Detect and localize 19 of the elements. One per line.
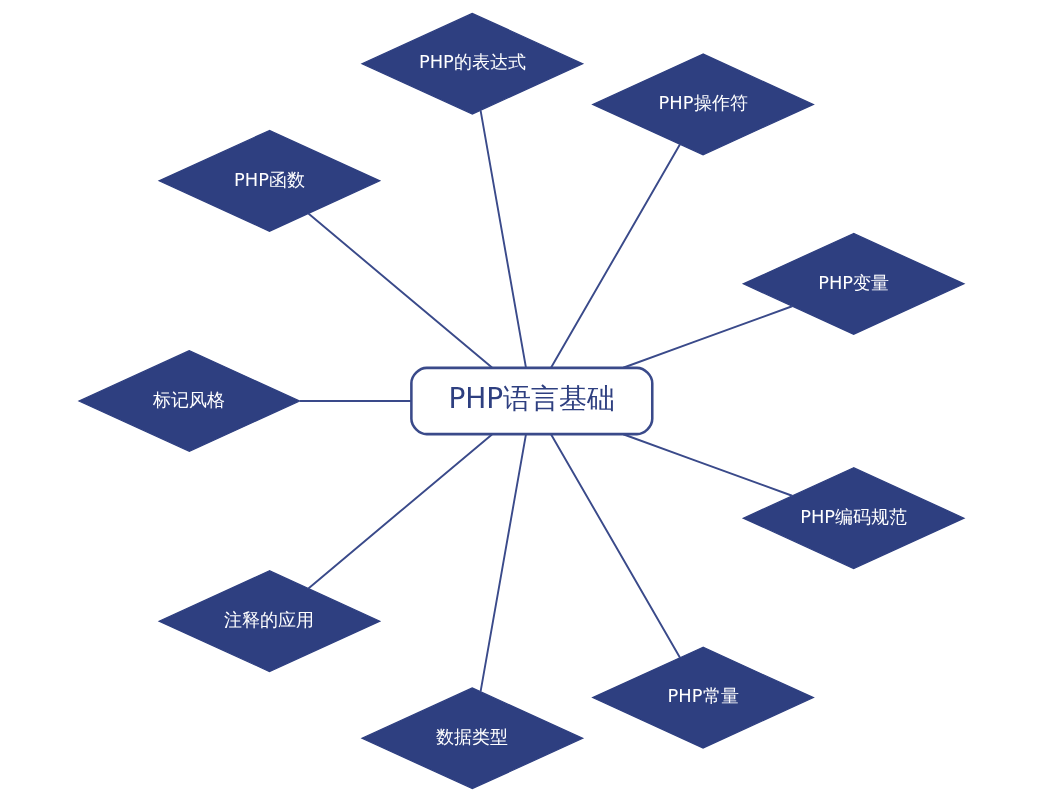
connector bbox=[479, 109, 527, 369]
node-diamond: PHP常量 bbox=[590, 646, 815, 749]
connector bbox=[479, 433, 527, 693]
node-diamond: PHP编码规范 bbox=[741, 467, 965, 570]
connector bbox=[621, 305, 793, 369]
node-diamond: 标记风格 bbox=[77, 349, 301, 453]
node-diamond: PHP函数 bbox=[157, 129, 381, 232]
node-diamond: 注释的应用 bbox=[157, 570, 381, 673]
node-diamond: PHP操作符 bbox=[590, 53, 815, 156]
connector bbox=[549, 143, 681, 369]
node-diamond: PHP变量 bbox=[741, 232, 965, 335]
connector bbox=[298, 400, 412, 402]
connector bbox=[621, 433, 793, 497]
connector bbox=[306, 212, 493, 369]
connector bbox=[549, 433, 681, 659]
node-diamond: PHP的表达式 bbox=[360, 12, 584, 115]
connector bbox=[306, 433, 493, 590]
node-diamond: 数据类型 bbox=[360, 687, 584, 790]
node-box: PHP语言基础 bbox=[409, 366, 654, 436]
